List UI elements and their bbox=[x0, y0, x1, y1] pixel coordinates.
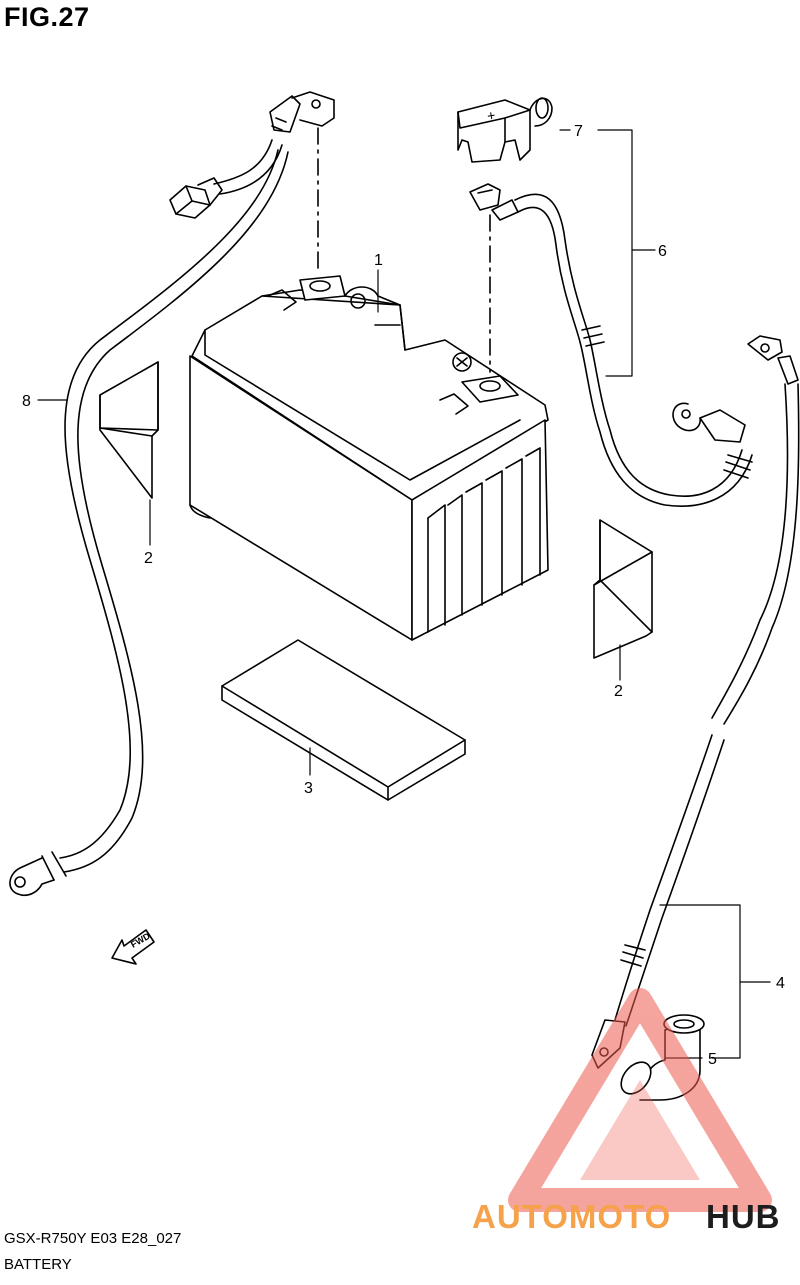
callout-5: 5 bbox=[708, 1051, 717, 1068]
callouts: 1 2 2 3 4 5 6 7 8 bbox=[22, 123, 785, 1068]
watermark-logo-icon bbox=[508, 988, 772, 1212]
callout-3: 3 bbox=[304, 780, 313, 797]
callout-2-left: 2 bbox=[144, 550, 153, 567]
starter-cable-4 bbox=[591, 335, 800, 1101]
callout-8: 8 bbox=[22, 393, 31, 410]
callout-4: 4 bbox=[776, 975, 785, 992]
terminal-cover-7 bbox=[457, 97, 553, 163]
spacer-2-left bbox=[99, 361, 159, 499]
positive-cable-6 bbox=[469, 183, 753, 507]
battery-pad-3 bbox=[221, 639, 466, 801]
figure-model-code: GSX-R750Y E03 E28_027 bbox=[4, 1230, 182, 1247]
leader-lines bbox=[37, 129, 771, 1059]
callout-2-right: 2 bbox=[614, 683, 623, 700]
callout-7: 7 bbox=[574, 123, 583, 140]
positive-symbol: + bbox=[486, 107, 497, 124]
figure-name: BATTERY bbox=[4, 1256, 72, 1273]
callout-6: 6 bbox=[658, 243, 667, 260]
watermark-text-automoto: AUTOMOTO bbox=[472, 1198, 672, 1235]
ground-wire-8 bbox=[9, 91, 335, 897]
spacer-2-right bbox=[593, 519, 653, 659]
figure-title: FIG.27 bbox=[4, 2, 90, 32]
battery-1 bbox=[189, 275, 549, 641]
fwd-arrow-icon bbox=[111, 929, 155, 965]
callout-1: 1 bbox=[374, 252, 383, 269]
watermark-text-hub: HUB bbox=[706, 1198, 781, 1235]
